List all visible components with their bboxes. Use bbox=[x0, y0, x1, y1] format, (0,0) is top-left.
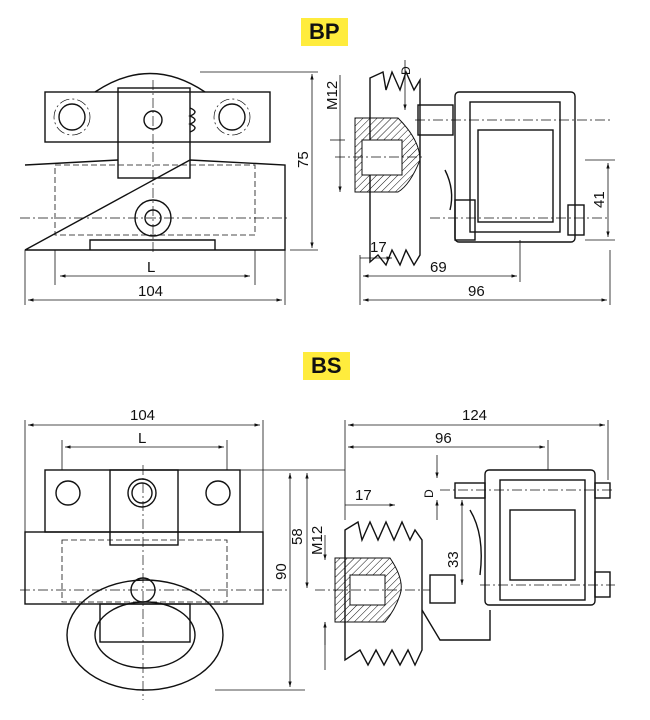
bp-label: BP bbox=[301, 18, 348, 46]
bp-dim-height: 75 bbox=[295, 151, 312, 168]
bp-dim-total: 96 bbox=[468, 283, 485, 300]
bs-dim-depth: 96 bbox=[435, 430, 452, 447]
bp-side-view bbox=[330, 60, 615, 305]
bp-dim-bolt-height: 41 bbox=[591, 191, 608, 208]
bp-dim-offset: 17 bbox=[370, 239, 387, 256]
bp-dim-l: L bbox=[147, 259, 155, 276]
bs-label: BS bbox=[303, 352, 350, 380]
bs-dim-total: 124 bbox=[462, 407, 487, 424]
bs-side-view bbox=[305, 420, 615, 670]
bs-dim-thread: M12 bbox=[309, 526, 326, 555]
bp-dim-d: D bbox=[399, 66, 413, 75]
bs-dim-l: L bbox=[138, 430, 146, 447]
bs-dim-offset: 17 bbox=[355, 487, 372, 504]
bs-dim-width: 104 bbox=[130, 407, 155, 424]
bs-front-view bbox=[20, 420, 305, 700]
bs-dim-d: D bbox=[422, 489, 436, 498]
bp-dim-width: 104 bbox=[138, 283, 163, 300]
bp-front-view bbox=[20, 71, 318, 305]
bs-dim-upper: 58 bbox=[289, 528, 306, 545]
bp-dim-thread: M12 bbox=[324, 81, 341, 110]
bs-dim-height: 90 bbox=[273, 563, 290, 580]
bp-dim-depth: 69 bbox=[430, 259, 447, 276]
bs-dim-bolt-height: 33 bbox=[445, 551, 462, 568]
